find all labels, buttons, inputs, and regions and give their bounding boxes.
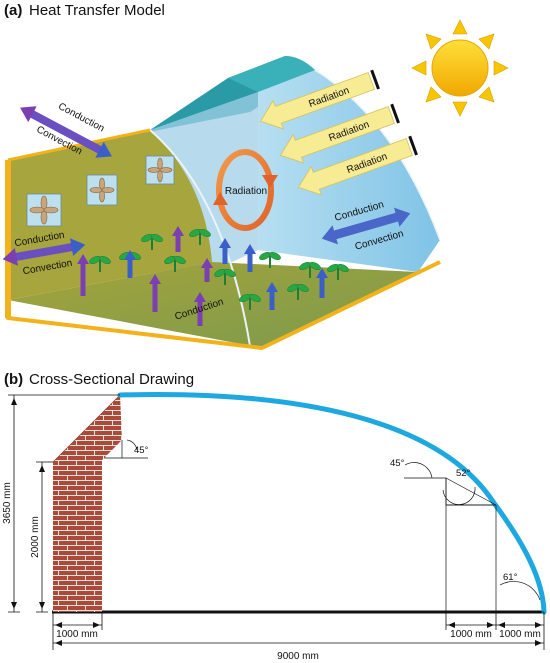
arc-construction-lines xyxy=(404,462,544,613)
cross-section-drawing: 45° 45° 52° 61° 3650 mm 2000 mm xyxy=(2,392,547,662)
conduction-up-arrow xyxy=(172,226,184,252)
plant-icon xyxy=(259,252,281,268)
panel-a-tag: (a) xyxy=(4,2,22,19)
dim-width-seg-1: 1000 mm xyxy=(450,629,492,640)
plant-icon xyxy=(189,229,211,245)
label-radiation-inner: Radiation xyxy=(225,186,267,197)
plant-icon xyxy=(89,256,111,272)
greenhouse-roof-top xyxy=(228,56,315,92)
greenhouse-arc xyxy=(117,392,547,615)
plant-icon xyxy=(164,256,186,272)
plants xyxy=(89,229,349,310)
plant-icon xyxy=(239,294,261,310)
double-arrow-wall-low xyxy=(2,238,86,266)
radiation-arrow xyxy=(297,135,418,196)
conduction-up-arrow xyxy=(149,274,161,312)
convection-up-arrow xyxy=(244,244,256,272)
radiation-arrow xyxy=(259,69,380,130)
panel-b-title-text: Cross-Sectional Drawing xyxy=(29,371,194,388)
brick-wall xyxy=(53,395,122,612)
conduction-up-arrow xyxy=(194,292,206,326)
vertical-dimensions xyxy=(8,394,120,613)
heat-arrows xyxy=(77,226,328,326)
fan-icon xyxy=(26,193,62,227)
plant-icon xyxy=(214,269,236,285)
convection-up-arrow xyxy=(219,238,231,264)
dim-height-total: 3650 mm xyxy=(2,482,13,524)
angle-arc-3: 61° xyxy=(503,572,518,583)
greenhouse-floor xyxy=(8,262,418,348)
greenhouse-3d-model: Radiation Conduction Convection Conducti… xyxy=(2,19,509,350)
plant-icon xyxy=(141,234,163,250)
plant-icon xyxy=(299,262,321,278)
double-arrow-wall-top xyxy=(20,106,112,158)
dim-width-wall: 1000 mm xyxy=(56,629,98,640)
panel-a-title-text: Heat Transfer Model xyxy=(29,2,165,19)
panel-b-title: (b) Cross-Sectional Drawing xyxy=(4,371,194,388)
radiation-arrow xyxy=(279,103,400,164)
fan-icon xyxy=(145,155,175,185)
fan-icon xyxy=(86,174,118,206)
convection-up-arrow xyxy=(266,282,278,310)
plant-icon xyxy=(327,264,349,280)
plant-icon xyxy=(287,284,309,300)
angle-wall-slope: 45° xyxy=(134,445,149,456)
convection-up-arrow xyxy=(316,268,328,298)
dim-width-total: 9000 mm xyxy=(277,651,319,662)
panel-a-title: (a) Heat Transfer Model xyxy=(4,2,165,19)
dim-height-wall: 2000 mm xyxy=(30,516,41,558)
greenhouse-arch-frame-end xyxy=(314,69,441,241)
greenhouse-arch-frame xyxy=(149,129,251,347)
conduction-up-arrow xyxy=(77,254,89,296)
sun-icon xyxy=(411,19,509,117)
conduction-up-arrow xyxy=(201,258,213,282)
radiation-cycle-icon xyxy=(213,149,278,231)
double-arrow-right xyxy=(321,207,411,245)
angle-arc-2: 52° xyxy=(456,468,471,479)
dim-width-seg-2: 1000 mm xyxy=(499,629,541,640)
angle-arc-1: 45° xyxy=(390,458,405,469)
panel-b-tag: (b) xyxy=(4,371,23,388)
greenhouse-frame-top xyxy=(7,128,151,162)
convection-up-arrow xyxy=(124,250,136,278)
